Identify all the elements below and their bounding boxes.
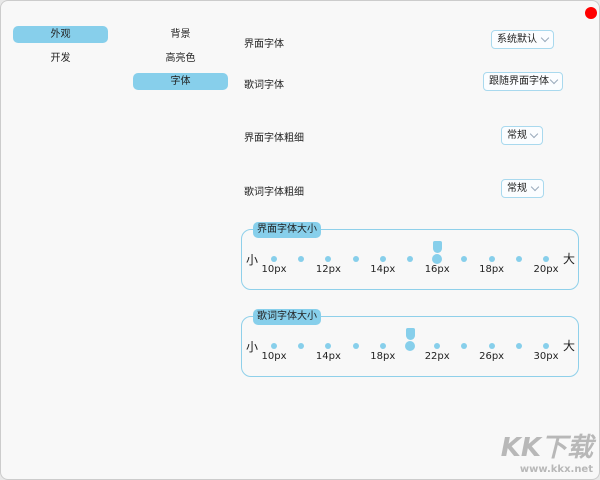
slider-tick-label: 26px [479, 351, 505, 362]
slider-step[interactable] [325, 256, 332, 262]
slider-step[interactable] [325, 343, 332, 349]
lyric-font-dropdown[interactable]: 跟随界面字体 [483, 72, 563, 91]
slider-step[interactable] [379, 256, 386, 262]
slider-step[interactable] [271, 343, 277, 349]
slider-step[interactable] [379, 343, 386, 349]
font-size-slider-box [241, 316, 579, 377]
lyric-weight-label: 歌词字体粗细 [244, 187, 304, 198]
subnav-item-highlight[interactable]: 高亮色 [165, 53, 196, 64]
slider-step[interactable] [271, 256, 277, 262]
slider-step[interactable] [298, 343, 305, 349]
sidebar-item-develop[interactable]: 开发 [50, 53, 71, 64]
ui-weight-dropdown[interactable]: 常规 [501, 126, 543, 145]
slider-tick-label: 12px [315, 264, 341, 275]
slider-step[interactable] [434, 343, 441, 349]
slider-tick-label: 22px [424, 351, 450, 362]
slider-step[interactable] [405, 341, 415, 351]
slider-tick-label: 10px [261, 351, 287, 362]
lyric-weight-dropdown[interactable]: 常规 [501, 179, 544, 198]
chevron-down-icon [549, 75, 559, 85]
ui-font-label: 界面字体 [244, 39, 284, 50]
slider-max-label: 大 [563, 339, 576, 353]
slider-title: 歌词字体大小 [253, 309, 321, 325]
slider-step[interactable] [432, 254, 443, 264]
slider-step[interactable] [515, 256, 522, 262]
lyric-weight-value: 常规 [507, 183, 527, 194]
slider-step[interactable] [543, 256, 549, 262]
slider-step[interactable] [461, 343, 468, 349]
slider-tick-label: 20px [533, 264, 559, 275]
slider-tick-label: 10px [261, 264, 287, 275]
subnav-item-background[interactable]: 背景 [170, 29, 191, 40]
slider-step[interactable] [352, 343, 359, 349]
sidebar-item-appearance[interactable]: 外观 [13, 26, 108, 43]
lyric-font-value: 跟随界面字体 [489, 76, 549, 87]
font-size-slider-box [241, 229, 579, 290]
subnav-item-font[interactable]: 字体 [133, 73, 228, 90]
slider-max-label: 大 [563, 252, 576, 266]
slider-min-label: 小 [246, 253, 259, 267]
chevron-down-icon [540, 33, 550, 43]
slider-tick-label: 18px [479, 264, 505, 275]
ui-font-dropdown[interactable]: 系统默认 [491, 30, 554, 49]
ui-font-value: 系统默认 [497, 34, 537, 45]
ui-weight-label: 界面字体粗细 [244, 133, 304, 144]
slider-step[interactable] [488, 256, 495, 262]
slider-min-label: 小 [246, 340, 259, 354]
chevron-down-icon [530, 182, 540, 192]
chevron-down-icon [529, 129, 539, 139]
slider-tick-label: 14px [370, 264, 396, 275]
slider-step[interactable] [543, 343, 549, 349]
ui-weight-value: 常规 [507, 130, 527, 141]
slider-thumb[interactable] [405, 328, 415, 340]
slider-tick-label: 18px [370, 351, 396, 362]
slider-step[interactable] [298, 256, 305, 262]
slider-tick-label: 30px [533, 351, 559, 362]
lyric-font-label: 歌词字体 [244, 80, 284, 91]
close-button[interactable] [585, 7, 597, 19]
slider-step[interactable] [488, 343, 495, 349]
slider-step[interactable] [352, 256, 359, 262]
slider-step[interactable] [407, 256, 413, 262]
slider-step[interactable] [461, 256, 468, 262]
slider-tick-label: 16px [424, 264, 450, 275]
slider-tick-label: 14px [315, 351, 341, 362]
slider-thumb[interactable] [432, 241, 442, 253]
slider-title: 界面字体大小 [253, 222, 321, 238]
slider-step[interactable] [515, 343, 522, 349]
